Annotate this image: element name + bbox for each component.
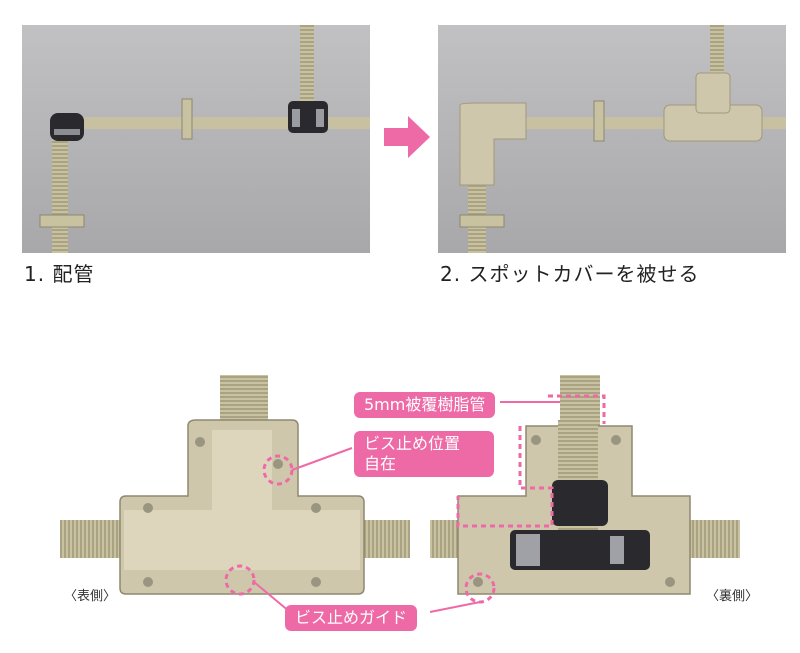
step2-image <box>438 25 786 253</box>
pipe-clip <box>459 214 505 228</box>
step2-label: 2. スポットカバーを被せる <box>440 262 700 286</box>
pipe-clip <box>593 100 605 142</box>
pipe-clip <box>39 214 85 228</box>
pipe-vertical-top <box>710 25 724 85</box>
pipe-clip <box>181 98 193 140</box>
elbow-fitting <box>50 113 84 141</box>
detail-diagram <box>0 360 800 653</box>
screw-position-line2: 自在 <box>364 454 397 473</box>
tee-fitting <box>552 480 608 526</box>
back-cover <box>430 375 740 595</box>
back-side-label: 〈裏側〉 <box>706 589 759 604</box>
screw-position-callout: ビス止め位置 自在 <box>354 431 494 477</box>
screw-guide-marker-front <box>224 564 256 596</box>
pipe-vertical-top <box>300 25 314 105</box>
front-cover <box>60 375 410 595</box>
front-side-label: 〈表側〉 <box>64 589 117 604</box>
step1-label: 1. 配管 <box>24 262 95 286</box>
arrow-right-icon <box>384 114 430 160</box>
screw-position-line1: ビス止め位置 <box>364 434 461 453</box>
elbow-cover <box>459 102 527 186</box>
pipe-highlight <box>548 394 606 424</box>
pipe-vertical-left <box>52 137 68 253</box>
step1-image <box>22 25 370 253</box>
screw-guide-callout: ビス止めガイド <box>285 605 418 631</box>
pipe-vertical-left <box>468 165 486 253</box>
pipe-label-callout: 5mm被覆樹脂管 <box>354 392 496 418</box>
screw-position-area-back <box>456 426 554 528</box>
